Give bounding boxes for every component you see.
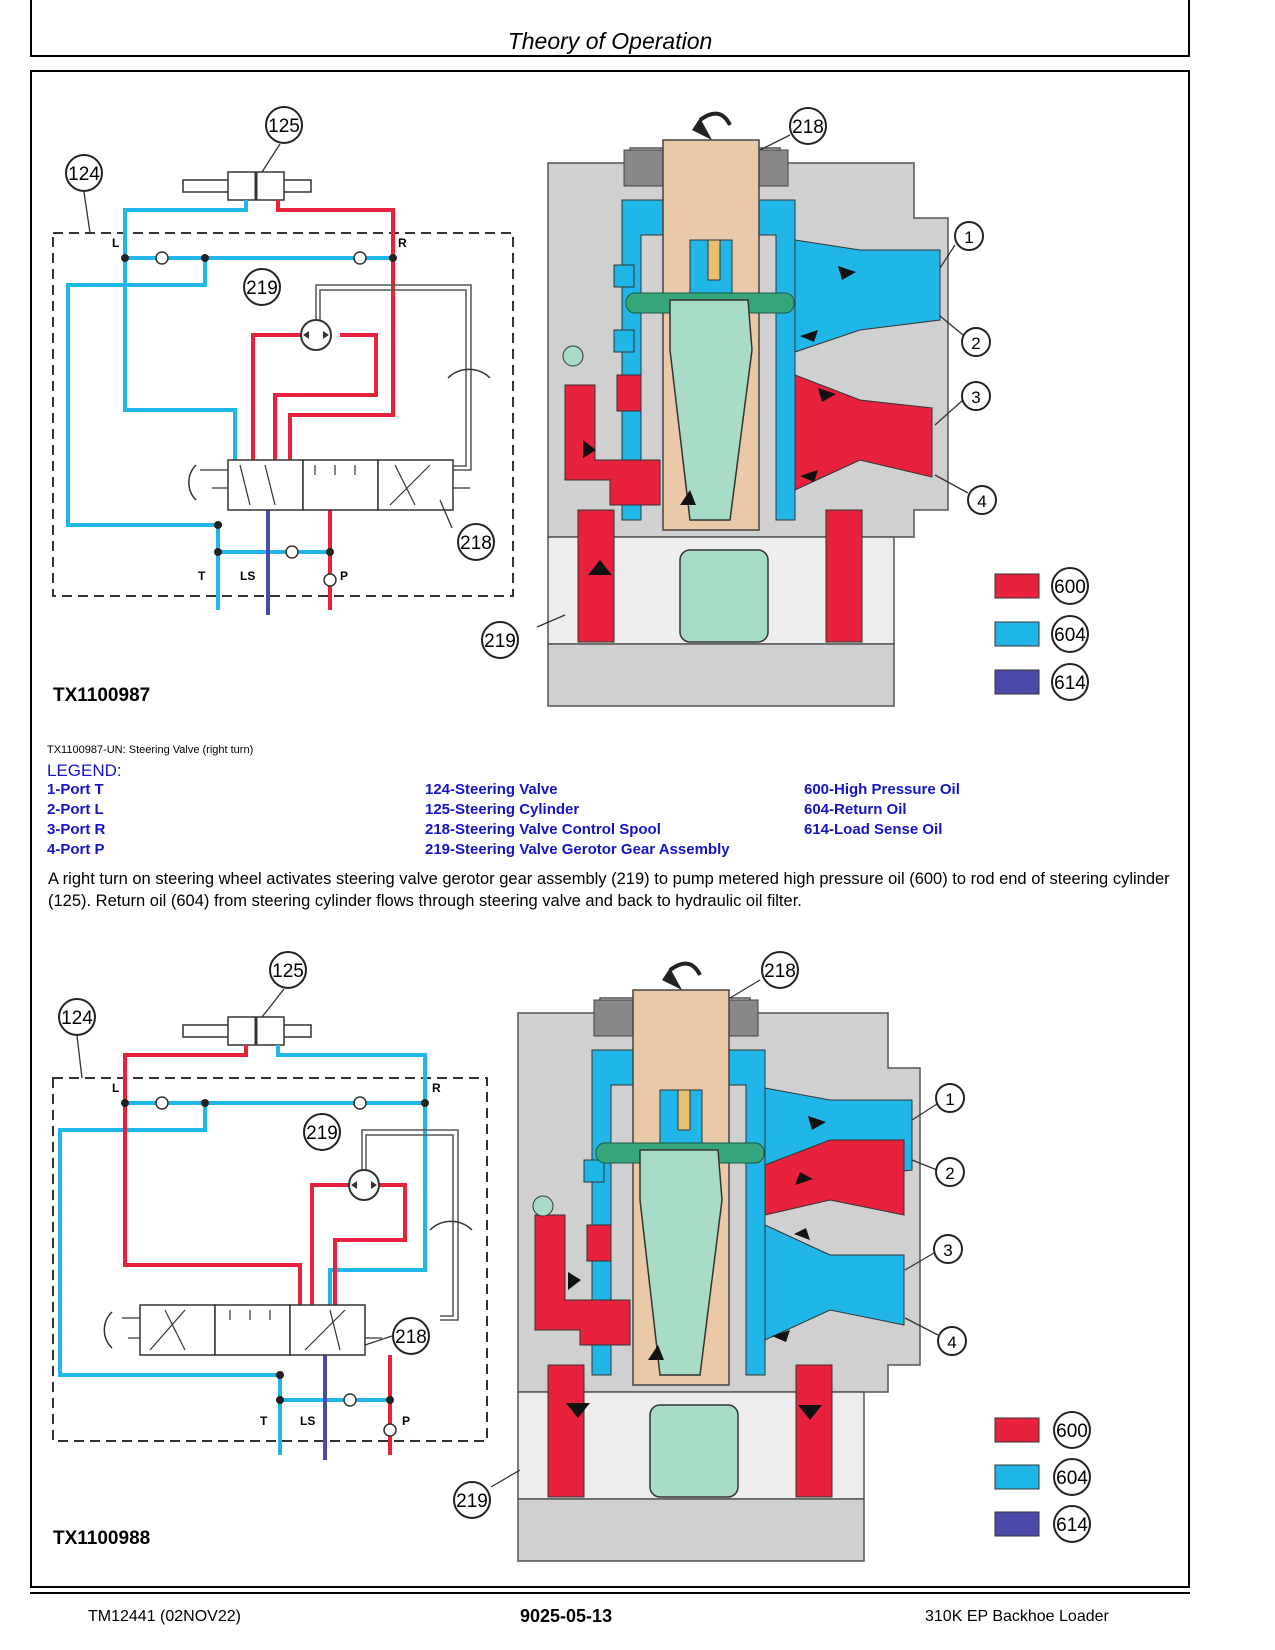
figure-id-1: TX1100987: [53, 685, 151, 706]
hydraulic-schematic: L R T LS P: [52, 171, 514, 615]
schematic-callouts: 124 125 219 218: [65, 106, 495, 561]
callout-port-1-2: 1: [945, 1090, 954, 1109]
port-label-L-2: L: [112, 1081, 119, 1095]
color-swatches: 600 604 614: [994, 567, 1089, 701]
callout-port-1: 1: [964, 228, 973, 247]
callout-port-4-2: 4: [947, 1333, 956, 1352]
legend-item: 1-Port T: [47, 781, 104, 798]
swatch-614-2: 614: [1056, 1515, 1088, 1536]
callout-218-2: 218: [395, 1327, 427, 1348]
header-box: [30, 0, 1190, 57]
footer-model: 310K EP Backhoe Loader: [925, 1608, 1109, 1625]
schematic-callouts-2: 124 125 219 218: [58, 951, 430, 1355]
callout-218-section: 218: [792, 117, 824, 138]
swatch-614: 614: [1054, 673, 1086, 694]
legend-item: 125-Steering Cylinder: [425, 801, 580, 818]
legend-item: 600-High Pressure Oil: [804, 781, 960, 798]
swatch-604-2: 604: [1056, 1468, 1088, 1489]
swatch-600: 600: [1054, 577, 1086, 598]
legend-column-ports: 1-Port T 2-Port L 3-Port R 4-Port P: [47, 780, 105, 860]
callout-125: 125: [268, 116, 300, 137]
legend-item: 219-Steering Valve Gerotor Gear Assembly: [425, 841, 730, 858]
callout-124: 124: [68, 164, 100, 185]
port-label-T-2: T: [260, 1414, 268, 1428]
callout-219-2: 219: [306, 1123, 338, 1144]
legend-item: 218-Steering Valve Control Spool: [425, 821, 661, 838]
legend-item: 124-Steering Valve: [425, 781, 558, 798]
figure-caption: TX1100987-UN: Steering Valve (right turn…: [47, 744, 254, 756]
callout-125-2: 125: [272, 961, 304, 982]
callout-port-4: 4: [977, 492, 986, 511]
callout-port-2: 2: [971, 334, 980, 353]
swatch-600-2: 600: [1056, 1421, 1088, 1442]
footer-doc-id: TM12441 (02NOV22): [88, 1608, 241, 1625]
callout-124-2: 124: [61, 1008, 93, 1029]
section-callouts-2: 218 219 1 2 3 4: [453, 951, 967, 1519]
port-label-T: T: [198, 569, 206, 583]
callout-port-3: 3: [971, 388, 980, 407]
callout-218-section-2: 218: [764, 961, 796, 982]
section-callouts: 218 219 1 2 3 4: [481, 107, 997, 659]
callout-219-section-2: 219: [456, 1491, 488, 1512]
port-label-P: P: [340, 569, 348, 583]
legend-item: 604-Return Oil: [804, 801, 907, 818]
content-frame: [30, 70, 1190, 1588]
valve-cross-section: [547, 111, 949, 707]
port-label-R-2: R: [432, 1081, 441, 1095]
page-header-title: Theory of Operation: [507, 28, 713, 54]
port-label-LS: LS: [240, 569, 255, 583]
legend-column-oil: 600-High Pressure Oil 604-Return Oil 614…: [804, 780, 960, 840]
footer-page-number: 9025-05-13: [520, 1606, 613, 1626]
port-label-P-2: P: [402, 1414, 410, 1428]
steering-valve-diagram-left-turn: L R T LS P 124 125 219 218: [52, 951, 1091, 1562]
callout-219: 219: [246, 278, 278, 299]
port-label-LS-2: LS: [300, 1414, 315, 1428]
callout-port-3-2: 3: [943, 1241, 952, 1260]
valve-cross-section-2: [517, 961, 921, 1562]
body-paragraph: A right turn on steering wheel activates…: [48, 870, 1170, 910]
legend-title: LEGEND:: [47, 761, 122, 780]
port-label-R: R: [398, 236, 407, 250]
callout-218: 218: [460, 533, 492, 554]
callout-219-section: 219: [484, 631, 516, 652]
footer-rule: [30, 1592, 1190, 1594]
callout-port-2-2: 2: [945, 1164, 954, 1183]
swatch-604: 604: [1054, 625, 1086, 646]
color-swatches-2: 600 604 614: [994, 1411, 1091, 1543]
legend-item: 2-Port L: [47, 801, 104, 818]
legend-column-components: 124-Steering Valve 125-Steering Cylinder…: [425, 780, 730, 860]
legend-item: 4-Port P: [47, 841, 105, 858]
legend-item: 3-Port R: [47, 821, 106, 838]
port-label-L: L: [112, 236, 119, 250]
figure-id-2: TX1100988: [53, 1528, 151, 1549]
hydraulic-schematic-2: L R T LS P: [52, 1016, 488, 1460]
steering-valve-diagram-right-turn: L R T LS P 124 125 219 218: [52, 106, 1089, 707]
legend-item: 614-Load Sense Oil: [804, 821, 943, 838]
